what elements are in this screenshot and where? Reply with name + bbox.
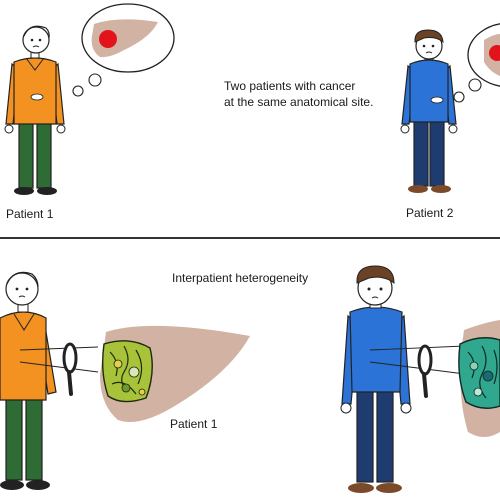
patient1-label-top: Patient 1 (6, 207, 54, 221)
tumor-icon-top-patient2 (489, 45, 500, 61)
panel-title-heterogeneity: Interpatient heterogeneity (172, 271, 309, 285)
caption-line-1: Two patients with cancer (224, 79, 356, 93)
patient1-figure-bottom (0, 271, 57, 490)
magnifier-icon-patient2 (369, 344, 466, 398)
patient2-label-top: Patient 2 (406, 206, 454, 220)
panel-divider (0, 237, 500, 239)
patient1-figure-top (4, 25, 66, 195)
caption-line-2: at the same anatomical site. (224, 95, 374, 109)
tumor-tissue-patient1 (101, 340, 153, 403)
tumor-icon-top-patient1 (99, 30, 117, 48)
patient1-label-bottom: Patient 1 (170, 417, 218, 431)
magnifier-icon-patient1 (19, 342, 99, 396)
patient2-figure-top (400, 29, 458, 193)
patient2-figure-bottom (340, 265, 412, 493)
tumor-tissue-patient2 (458, 337, 500, 409)
